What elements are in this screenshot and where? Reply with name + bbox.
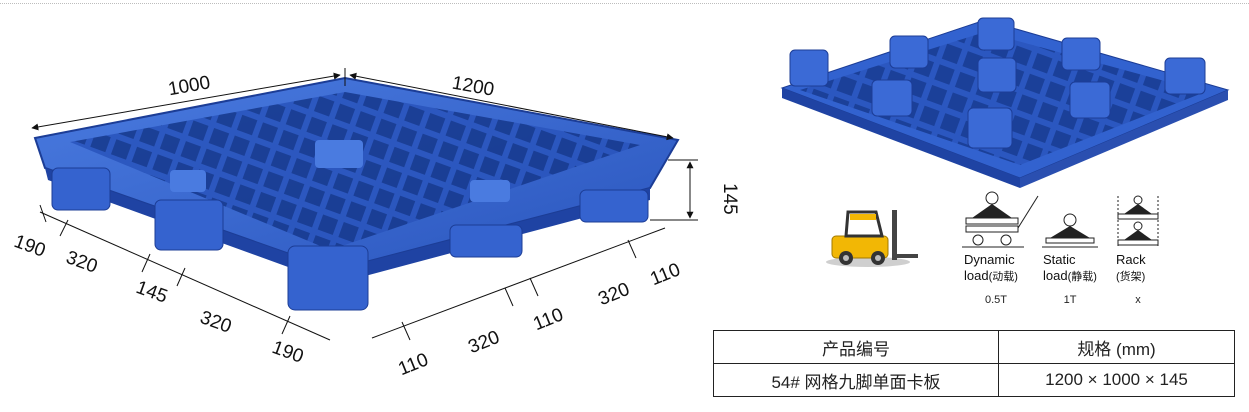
dim-fr-3: 320 <box>595 279 632 310</box>
cell-spec: 1200 × 1000 × 145 <box>998 363 1235 397</box>
rack-load-label: Rack (货架) <box>1116 252 1146 283</box>
header-product-code: 产品编号 <box>713 330 999 364</box>
dim-fr-2: 110 <box>530 304 566 335</box>
header-spec: 规格 (mm) <box>998 330 1235 364</box>
dim-fl-0: 190 <box>11 231 48 262</box>
dim-height: 145 <box>719 183 740 215</box>
dim-fl-3: 320 <box>197 307 234 338</box>
dim-fr-1: 320 <box>465 327 502 358</box>
pallet-photo <box>780 17 1230 188</box>
dynamic-load-icon <box>962 191 1039 248</box>
dim-length: 1200 <box>450 73 495 101</box>
dim-fr-0: 110 <box>395 349 431 380</box>
top-divider <box>0 3 1249 4</box>
spec-header-row: 产品编号 规格 (mm) <box>713 330 1235 364</box>
rack-load-icon <box>1117 195 1159 248</box>
dim-fl-1: 320 <box>63 247 100 278</box>
dim-fl-4: 190 <box>269 337 306 368</box>
dim-fl-2: 145 <box>133 277 170 308</box>
dynamic-load-value: 0.5T <box>984 294 1007 306</box>
dim-width: 1000 <box>167 72 212 100</box>
dynamic-load-label: Dynamic load(动载) <box>964 252 1018 283</box>
spec-data-row: 54# 网格九脚单面卡板 1200 × 1000 × 145 <box>713 363 1235 397</box>
static-load-label: Static load(静载) <box>1043 252 1097 283</box>
forklift-icon <box>826 210 918 267</box>
rack-load-value: x <box>1135 294 1141 306</box>
static-load-icon <box>1042 213 1098 248</box>
cell-product-code: 54# 网格九脚单面卡板 <box>713 363 999 397</box>
dim-fr-4: 110 <box>647 259 683 290</box>
spec-table: 产品编号 规格 (mm) 54# 网格九脚单面卡板 1200 × 1000 × … <box>713 330 1235 397</box>
static-load-value: 1T <box>1063 294 1077 306</box>
